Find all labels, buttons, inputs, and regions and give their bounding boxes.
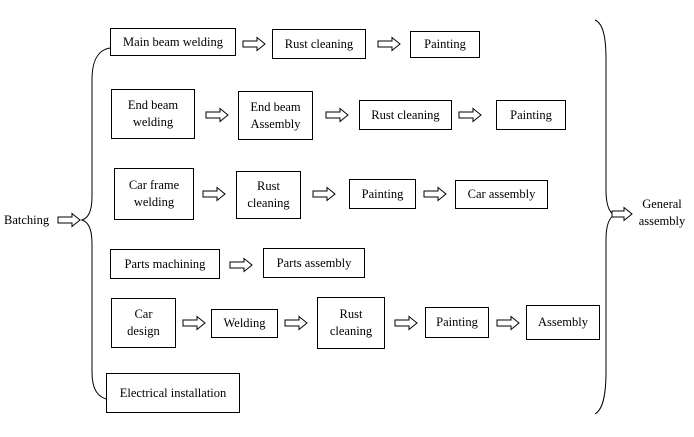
arrow-icon — [325, 107, 349, 123]
welding-box: Welding — [211, 309, 278, 338]
arrow-icon — [182, 315, 206, 331]
batching-label: Batching — [4, 213, 50, 227]
arrow-icons — [57, 36, 633, 331]
parts-machining-box: Parts machining — [110, 249, 220, 279]
arrow-icon — [496, 315, 520, 331]
arrow-icon — [611, 206, 633, 222]
rust-cleaning-box: Rust cleaning — [272, 29, 366, 59]
painting-box: Painting — [425, 307, 489, 338]
painting-box: Painting — [349, 179, 416, 209]
car-assembly-box: Car assembly — [455, 180, 548, 209]
arrow-icon — [284, 315, 308, 331]
electrical-installation-box: Electrical installation — [106, 373, 240, 413]
painting-box: Painting — [496, 100, 566, 130]
right-brace — [594, 19, 615, 415]
painting-box: Painting — [410, 31, 480, 58]
arrow-icon — [312, 186, 336, 202]
assembly-box: Assembly — [526, 305, 600, 340]
arrow-icon — [57, 212, 81, 228]
car-frame-welding-box: Car frame welding — [114, 168, 194, 220]
left-brace — [80, 47, 111, 401]
main-beam-welding-box: Main beam welding — [110, 28, 236, 56]
arrow-icon — [202, 186, 226, 202]
rust-cleaning-box: Rust cleaning — [236, 171, 301, 219]
arrow-icon — [242, 36, 266, 52]
end-beam-welding-box: End beam welding — [111, 89, 195, 139]
car-design-box: Car design — [111, 298, 176, 348]
arrow-icon — [394, 315, 418, 331]
end-beam-assembly-box: End beam Assembly — [238, 91, 313, 140]
parts-assembly-box: Parts assembly — [263, 248, 365, 278]
rust-cleaning-box: Rust cleaning — [359, 100, 452, 130]
arrow-icon — [458, 107, 482, 123]
rust-cleaning-box: Rust cleaning — [317, 297, 385, 349]
arrow-icon — [423, 186, 447, 202]
arrow-icon — [205, 107, 229, 123]
general-assembly-label: General assembly — [638, 197, 686, 228]
arrow-icon — [229, 257, 253, 273]
arrow-icon — [377, 36, 401, 52]
